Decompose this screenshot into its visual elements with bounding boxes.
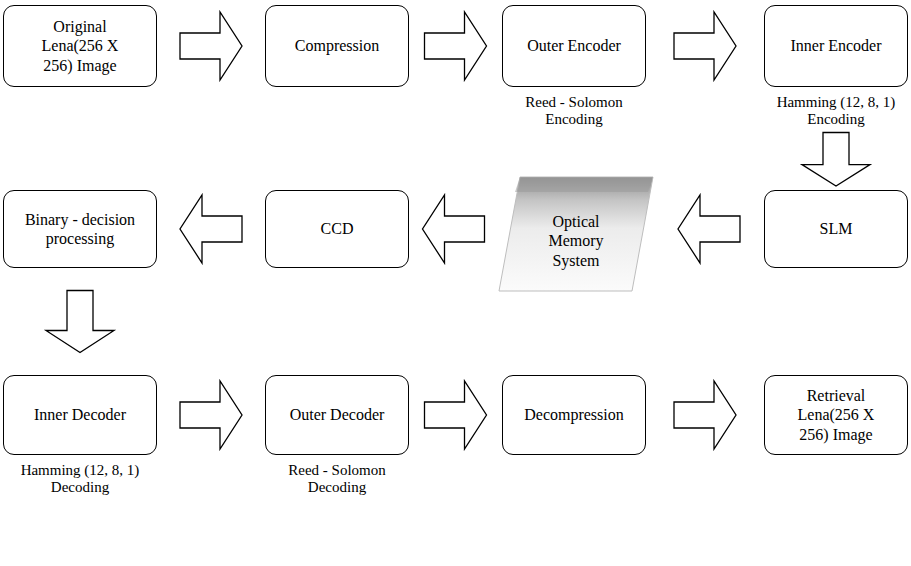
node-label: Original Lena(256 X 256) Image [28,17,132,75]
slab-top-edge [515,177,653,192]
process-box: SLM [764,190,908,268]
node-label: Binary - decision processing [20,210,140,248]
node-label: Optical Memory System [540,212,612,270]
node-label: Inner Decoder [34,405,126,424]
code-annotation: Hamming (12, 8, 1) Decoding [16,462,144,497]
process-box: Inner DecoderHamming (12, 8, 1) Decoding [3,375,157,497]
block-arrow [425,12,487,80]
node-label: Inner Encoder [790,36,881,55]
block-arrow [802,133,870,187]
rounded-box: CCD [265,190,409,268]
node-label: Outer Encoder [527,36,621,55]
text-holder: Optical Memory System [498,196,654,286]
rounded-box: Binary - decision processing [3,190,157,268]
rounded-box: Original Lena(256 X 256) Image [3,5,157,87]
rounded-box: Retrieval Lena(256 X 256) Image [764,375,908,455]
block-arrow [180,12,242,80]
process-box: Outer EncoderReed - Solomon Encoding [502,5,646,129]
node-label: CCD [321,219,354,238]
node-label: SLM [820,219,853,238]
rounded-box: Inner Encoder [764,5,908,87]
code-annotation: Reed - Solomon Encoding [515,94,633,129]
process-box: Outer DecoderReed - Solomon Decoding [265,375,409,497]
rounded-box: Outer Decoder [265,375,409,455]
block-arrow [423,195,485,263]
block-arrow [674,12,736,80]
code-annotation: Reed - Solomon Decoding [278,462,396,497]
process-box: CCD [265,190,409,268]
process-box: Decompression [502,375,646,455]
rounded-box: Decompression [502,375,646,455]
process-box: Inner EncoderHamming (12, 8, 1) Encoding [764,5,908,129]
block-arrow [678,195,740,263]
node-label: Decompression [524,405,624,424]
process-box: Binary - decision processing [3,190,157,268]
code-annotation: Hamming (12, 8, 1) Encoding [774,94,898,129]
process-box: Retrieval Lena(256 X 256) Image [764,375,908,455]
block-arrow [425,381,487,449]
node-label: Outer Decoder [290,405,385,424]
storage-medium: Optical Memory System [498,176,654,292]
rounded-box: SLM [764,190,908,268]
block-arrow [46,291,114,353]
block-arrow [180,381,242,449]
block-arrow [180,195,242,263]
node-label: Retrieval Lena(256 X 256) Image [784,386,888,444]
process-box: Original Lena(256 X 256) Image [3,5,157,87]
process-box: Compression [265,5,409,87]
rounded-box: Outer Encoder [502,5,646,87]
node-label: Compression [295,36,379,55]
block-arrow [674,381,736,449]
slab-face [499,177,653,291]
rounded-box: Inner Decoder [3,375,157,455]
rounded-box: Compression [265,5,409,87]
